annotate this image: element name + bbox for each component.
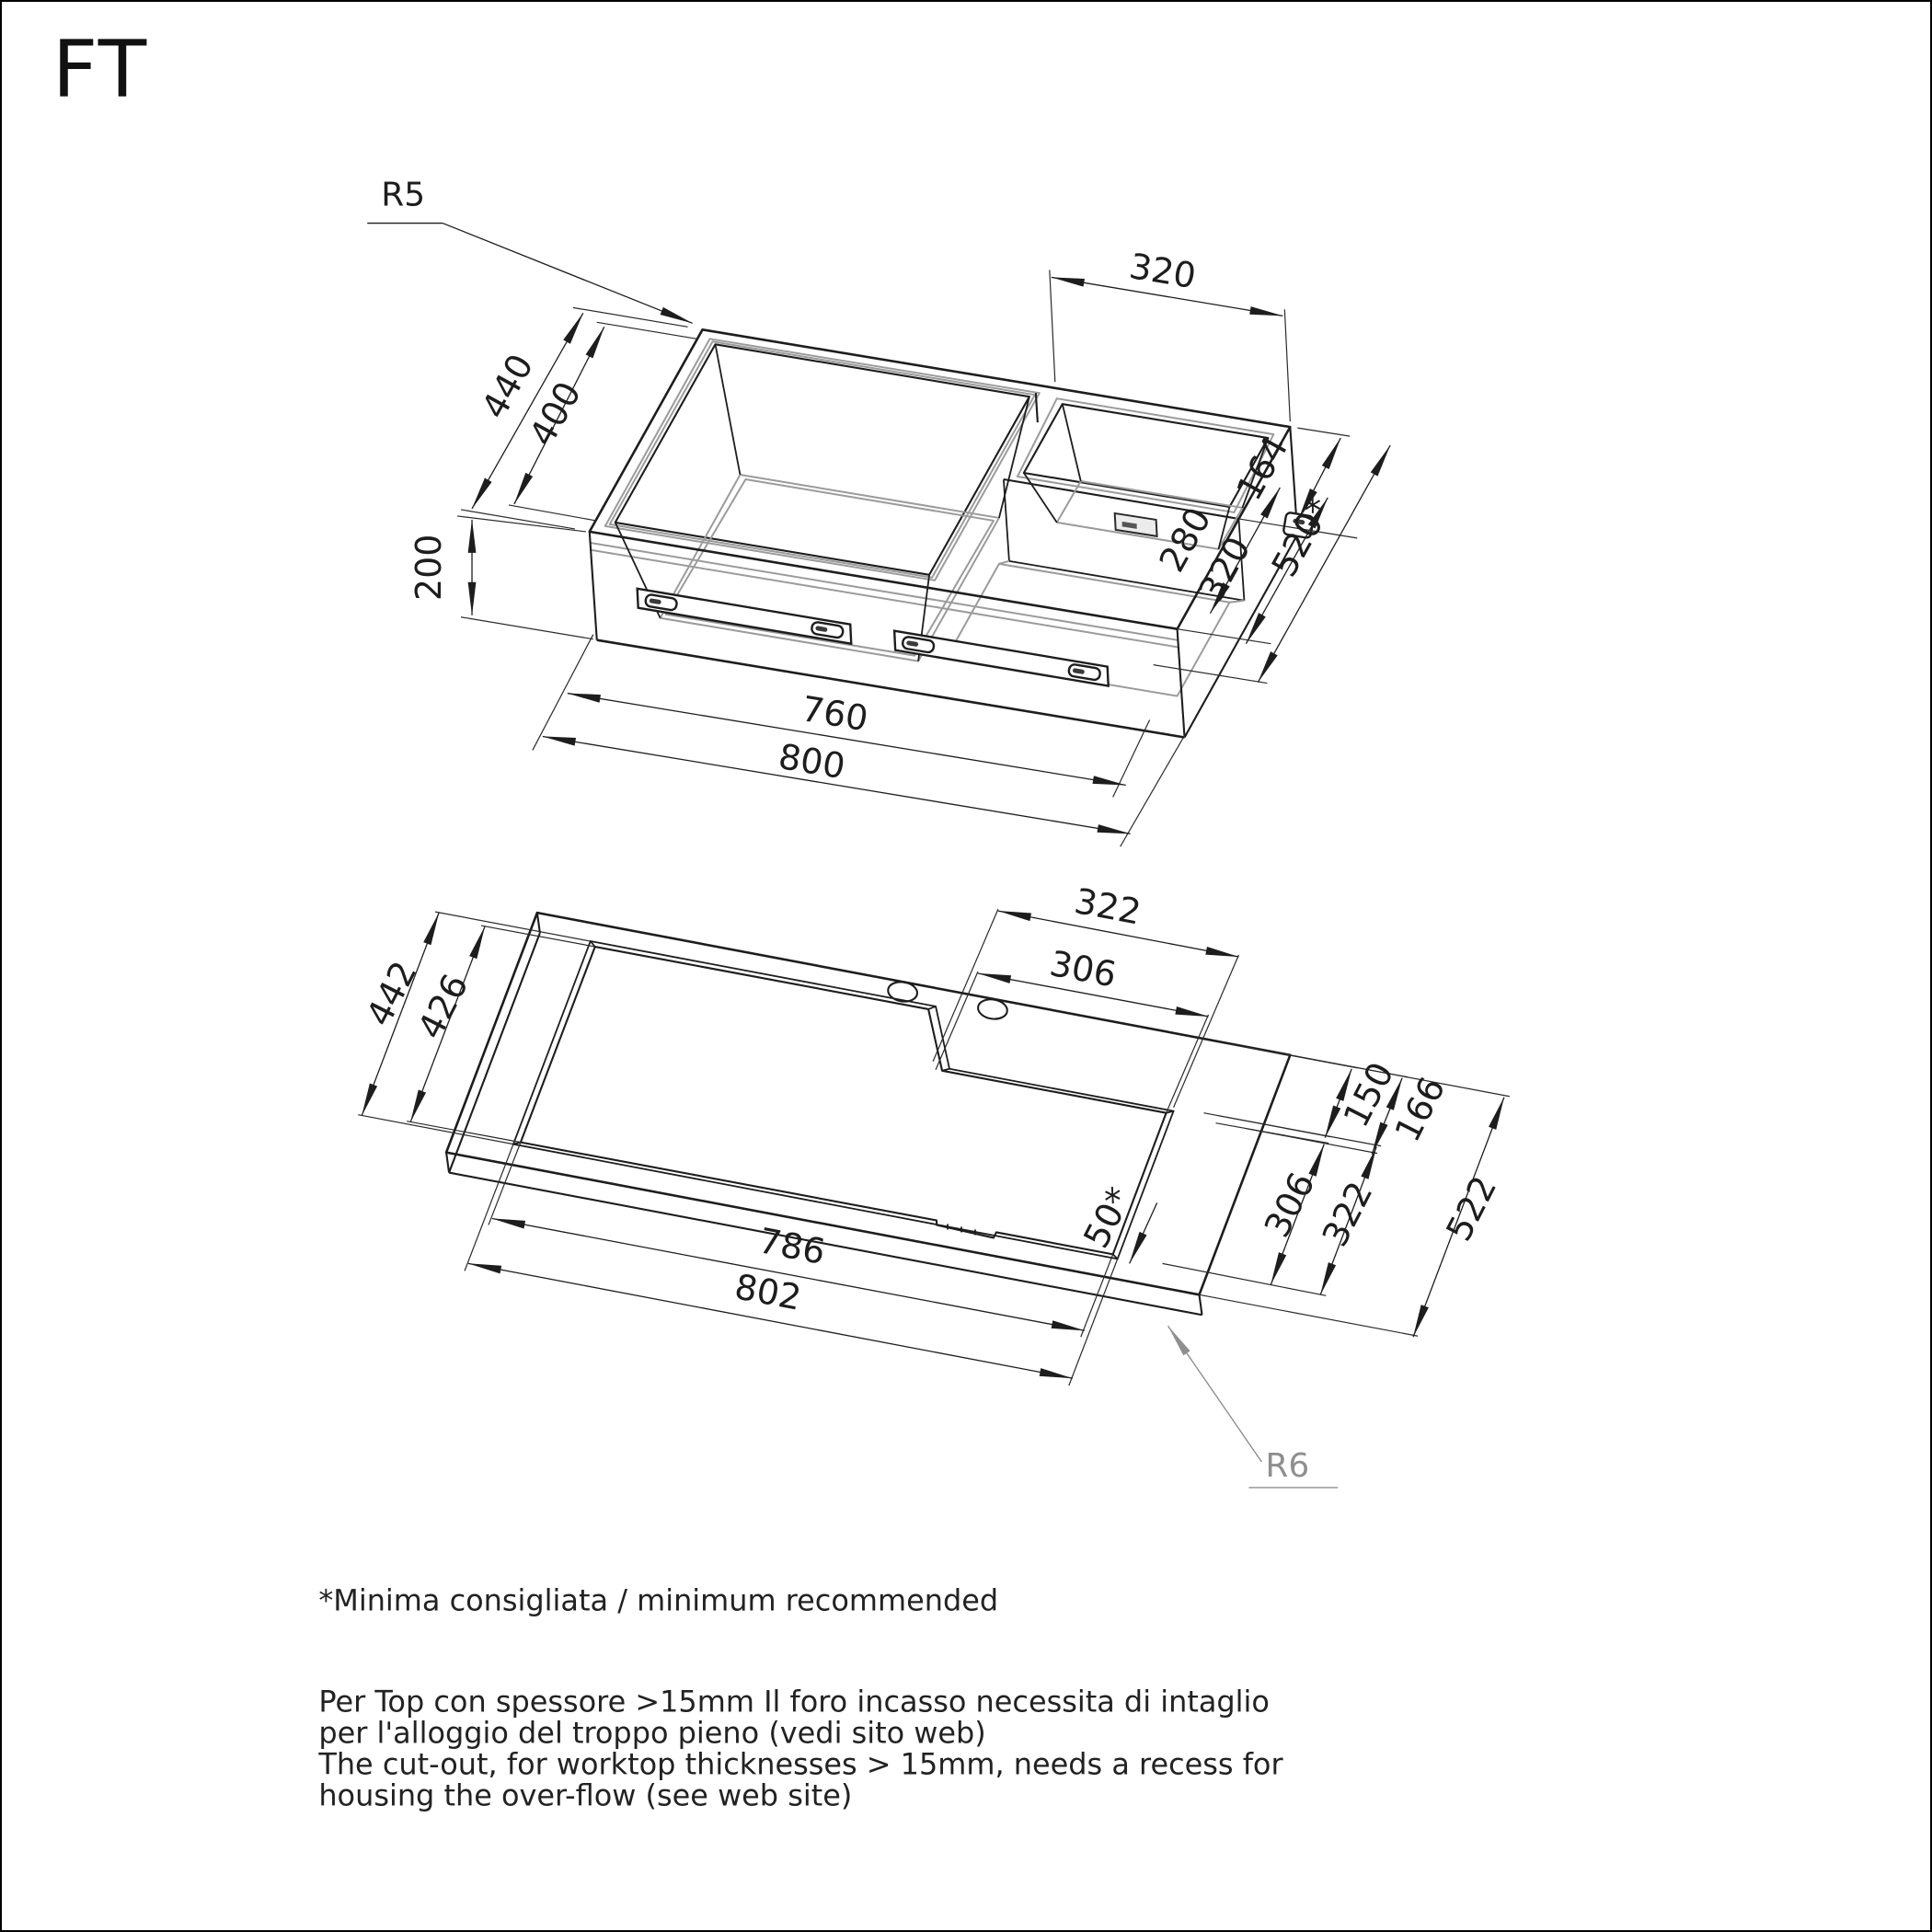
dim-label-R6: R6 <box>1265 1447 1309 1485</box>
dim-label-200: 200 <box>408 535 449 601</box>
page-title: FT <box>52 24 148 116</box>
dim-label-R5: R5 <box>381 177 425 214</box>
dim-R6: R6 <box>1167 1325 1339 1489</box>
dim-R5: R5 <box>367 177 694 324</box>
recess-step-ticks <box>512 940 1174 1260</box>
brand-plate-logo <box>1121 521 1137 529</box>
bottom-extension-lines <box>358 908 1510 1386</box>
dim-200: 200 <box>408 519 477 616</box>
footnote-en-line2: housing the over-flow (see web site) <box>318 1777 852 1812</box>
sink-isometric-view: R5 440 400 200 320 164 280 <box>367 177 1391 847</box>
footnote-it-line1: Per Top con spessore >15mm Il foro incas… <box>318 1684 1270 1719</box>
footnote-minimum: *Minima consigliata / minimum recommende… <box>318 1583 998 1618</box>
footnote-it-line2: per l'alloggio del troppo pieno (vedi si… <box>318 1715 985 1750</box>
divider-wall <box>1003 477 1246 602</box>
footnote-en-line1: The cut-out, for worktop thicknesses > 1… <box>317 1746 1283 1781</box>
footnotes: *Minima consigliata / minimum recommende… <box>317 1583 1283 1813</box>
